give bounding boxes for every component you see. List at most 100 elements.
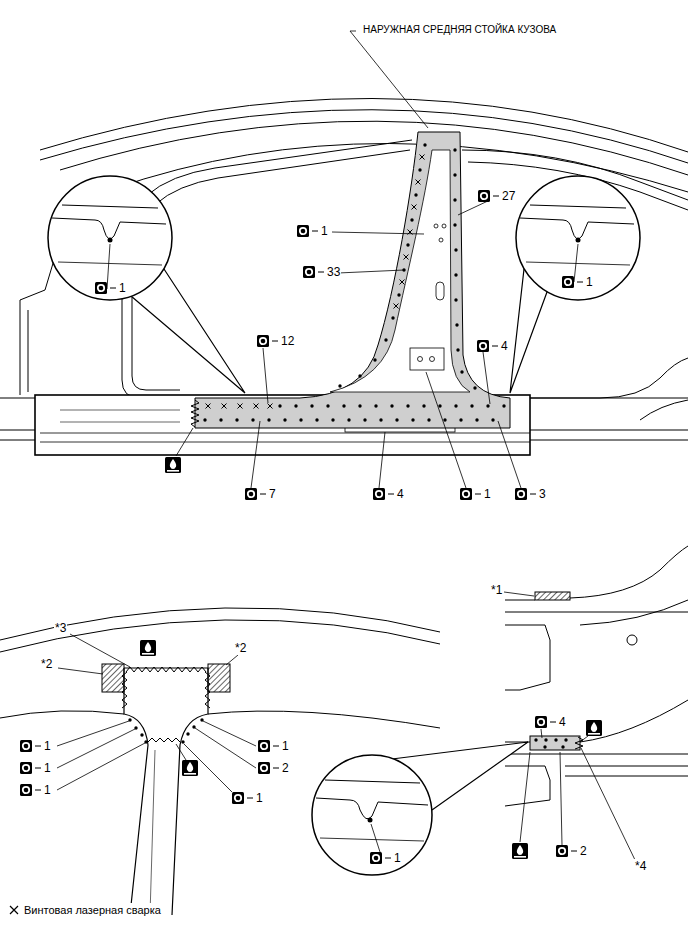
callout-dash bbox=[385, 858, 391, 859]
callout-symbol bbox=[261, 743, 267, 749]
callout-symbol bbox=[565, 279, 571, 285]
callout-dash bbox=[110, 288, 116, 289]
callout-dash bbox=[492, 346, 498, 347]
callout-dash bbox=[312, 231, 318, 232]
leader-line bbox=[107, 31, 578, 488]
callout-symbol bbox=[463, 491, 469, 497]
callout-symbol bbox=[20, 740, 32, 752]
callout-dash bbox=[493, 196, 499, 197]
callout-number: 2 bbox=[579, 844, 588, 858]
detail-magnifier bbox=[48, 176, 245, 393]
callout-symbol bbox=[460, 488, 481, 500]
callout-symbol bbox=[480, 343, 486, 349]
callout-dash bbox=[35, 790, 41, 791]
spot-weld-points bbox=[536, 740, 566, 747]
weld-seam bbox=[575, 737, 583, 749]
callout-number: 33 bbox=[326, 265, 341, 279]
weld-seam bbox=[191, 400, 199, 427]
callout-symbol bbox=[477, 340, 489, 352]
callout-number: 1 bbox=[43, 739, 52, 753]
callout-symbol bbox=[535, 716, 556, 728]
spot-weld-points bbox=[130, 720, 202, 742]
callout-symbol bbox=[515, 488, 527, 500]
callout-symbol bbox=[20, 740, 41, 752]
callout-symbol bbox=[258, 762, 270, 774]
callout-symbol bbox=[562, 276, 574, 288]
callout-symbol bbox=[258, 762, 279, 774]
callout-number: 1 bbox=[281, 739, 290, 753]
callout-number: 27 bbox=[501, 189, 516, 203]
callout-number: 1 bbox=[393, 851, 402, 865]
callout-symbol bbox=[518, 491, 524, 497]
callout-symbol bbox=[245, 488, 266, 500]
sealer-symbol bbox=[182, 760, 198, 776]
callout-symbol bbox=[20, 784, 41, 796]
callout-dash bbox=[318, 272, 324, 273]
sealer-symbol bbox=[586, 720, 602, 736]
callout-symbol bbox=[258, 740, 270, 752]
reference-mark: *2 bbox=[40, 657, 53, 671]
callout-dash bbox=[571, 851, 577, 852]
callout-number: 4 bbox=[558, 715, 567, 729]
callout-symbol bbox=[297, 225, 309, 237]
callout-number: 2 bbox=[281, 761, 290, 775]
callout-symbol bbox=[297, 225, 318, 237]
center-pillar-panel bbox=[330, 150, 470, 392]
callout-symbols bbox=[20, 190, 583, 864]
callout-symbol bbox=[257, 335, 278, 347]
reference-mark: *4 bbox=[634, 859, 647, 873]
hatched-area bbox=[208, 664, 230, 692]
detail-magnifier bbox=[510, 176, 640, 393]
callout-symbol bbox=[556, 845, 577, 857]
hatched-area bbox=[102, 664, 124, 692]
sealer-symbol bbox=[165, 457, 181, 473]
callout-dash bbox=[260, 494, 266, 495]
callout-symbol bbox=[303, 266, 324, 278]
callout-symbol bbox=[20, 762, 32, 774]
callout-symbol bbox=[515, 488, 536, 500]
callout-symbol bbox=[306, 269, 312, 275]
center-pillar-weld-zone bbox=[195, 132, 510, 428]
callout-number: 1 bbox=[585, 275, 594, 289]
callout-number: 1 bbox=[255, 791, 264, 805]
reference-mark: *3 bbox=[54, 621, 67, 635]
spot-weld-points bbox=[205, 145, 504, 420]
callout-symbol bbox=[245, 488, 257, 500]
callout-dash bbox=[530, 494, 536, 495]
sealer-symbol bbox=[512, 843, 528, 859]
callout-symbol bbox=[477, 340, 498, 352]
callout-symbol bbox=[370, 852, 382, 864]
callout-symbol bbox=[98, 285, 104, 291]
callout-number: 1 bbox=[43, 783, 52, 797]
roof-line bbox=[0, 608, 440, 728]
callout-symbol bbox=[535, 716, 547, 728]
callout-dash bbox=[247, 798, 253, 799]
callout-dash bbox=[475, 494, 481, 495]
reference-mark: *2 bbox=[234, 641, 247, 655]
callout-symbol bbox=[373, 488, 394, 500]
callout-symbol bbox=[260, 338, 266, 344]
detail-magnifier bbox=[312, 742, 528, 875]
body-panel bbox=[505, 546, 688, 806]
callout-number: 7 bbox=[268, 487, 277, 501]
screw-laser-weld-marks bbox=[208, 157, 422, 406]
callout-symbol bbox=[556, 845, 568, 857]
callout-symbol bbox=[257, 335, 269, 347]
callout-number: 1 bbox=[43, 761, 52, 775]
weld-seam bbox=[122, 667, 210, 742]
callout-symbol bbox=[562, 276, 583, 288]
callout-symbol bbox=[261, 765, 267, 771]
callout-dash bbox=[550, 722, 556, 723]
callout-symbol bbox=[460, 488, 472, 500]
callout-symbol bbox=[232, 792, 244, 804]
callout-symbol bbox=[20, 784, 32, 796]
callout-number: 3 bbox=[538, 487, 547, 501]
center-pillar bbox=[150, 750, 155, 915]
callout-dash bbox=[388, 494, 394, 495]
callout-symbol bbox=[248, 491, 254, 497]
callout-symbol bbox=[23, 765, 29, 771]
callout-symbol bbox=[23, 787, 29, 793]
callout-number: 12 bbox=[280, 334, 295, 348]
